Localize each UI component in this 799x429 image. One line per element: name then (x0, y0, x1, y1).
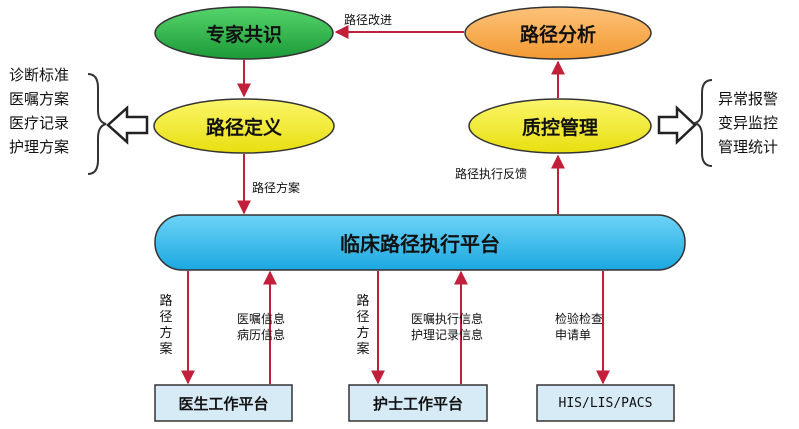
improve-label: 路径改进 (344, 13, 393, 27)
doctor-platform-box: 医生工作平台 (178, 394, 269, 413)
right-list-item: 变异监控 (718, 114, 779, 132)
doctor-box-shape (154, 384, 293, 422)
left-list-item: 护理方案 (9, 138, 70, 156)
right-list-item: 异常报警 (718, 90, 779, 108)
right-list: 异常报警 变异监控 管理统计 (718, 87, 778, 159)
nurse-box-shape (348, 384, 488, 422)
analysis-node: 路径分析 (519, 23, 596, 46)
quality-node-shape (468, 98, 652, 154)
left-hollow-arrow (106, 105, 149, 145)
nurse-platform-box: 护士工作平台 (372, 394, 463, 413)
left-list-item: 诊断标准 (9, 66, 70, 84)
doctor-up-label-1: 医嘱信息 (237, 312, 286, 326)
left-list-item: 医嘱方案 (9, 90, 70, 108)
analysis-node-shape (464, 6, 652, 60)
nurse-down-label: 路径方案 (356, 294, 370, 357)
left-list: 诊断标准 医嘱方案 医疗记录 护理方案 (9, 63, 69, 159)
his-box: HIS/LIS/PACS (558, 395, 653, 411)
left-brace (87, 73, 107, 175)
platform-shape (154, 214, 686, 271)
plan-label: 路径方案 (252, 181, 301, 195)
consensus-node-shape (154, 6, 334, 60)
definition-node: 路径定义 (205, 116, 282, 139)
doctor-down-label: 路径方案 (159, 294, 173, 357)
right-list-item: 管理统计 (718, 138, 779, 156)
nurse-up-label-2: 护理记录信息 (411, 328, 484, 342)
feedback-label: 路径执行反馈 (455, 167, 528, 181)
doctor-up-label-2: 病历信息 (237, 328, 286, 342)
nurse-up-label-1: 医嘱执行信息 (411, 312, 484, 326)
his-label-2: 申请单 (555, 328, 592, 342)
his-label-1: 检验检查 (555, 312, 604, 326)
right-hollow-arrow (657, 105, 697, 145)
definition-node-shape (153, 98, 335, 154)
his-box-shape (536, 384, 675, 422)
quality-node: 质控管理 (521, 116, 598, 139)
right-brace (691, 79, 713, 167)
consensus-node: 专家共识 (205, 23, 282, 46)
platform-node: 临床路径执行平台 (340, 232, 500, 256)
left-list-item: 医疗记录 (9, 114, 70, 132)
